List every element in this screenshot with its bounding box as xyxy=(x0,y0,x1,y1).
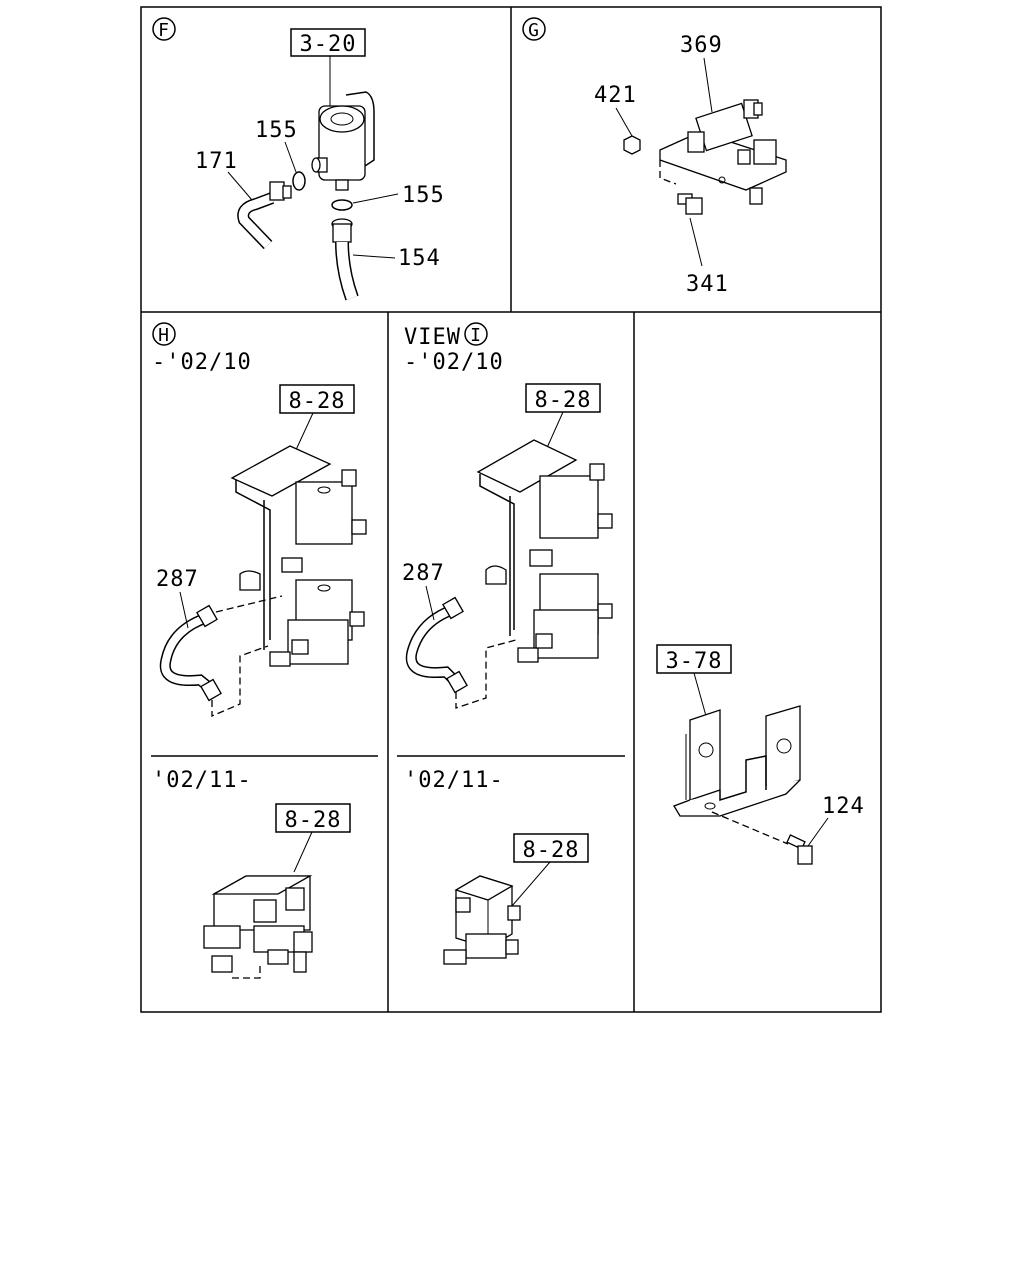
o-ring-drawing xyxy=(331,199,353,211)
date-range-top: -'02/10 xyxy=(404,350,504,375)
o-ring-drawing xyxy=(292,171,306,191)
solenoid-valve-single-drawing xyxy=(443,875,521,965)
nut-drawing xyxy=(623,135,641,155)
marker-g: G xyxy=(522,17,546,41)
solenoid-valve-assembly-drawing xyxy=(476,439,613,663)
svg-text:8-28: 8-28 xyxy=(535,388,592,413)
callout-155-right: 155 xyxy=(402,183,445,208)
bolt-drawing xyxy=(786,834,813,865)
bracket-drawing xyxy=(673,705,801,817)
panel-f: F 3-20 155 171 xyxy=(152,17,445,301)
panel-h: H -'02/10 8-28 xyxy=(152,322,367,979)
bolt-drawing xyxy=(677,193,703,215)
hose-171-drawing xyxy=(237,181,292,250)
svg-text:8-28: 8-28 xyxy=(285,808,342,833)
label-box-3-20: 3-20 xyxy=(290,28,366,57)
marker-i: I xyxy=(464,322,488,346)
marker-f: F xyxy=(152,17,176,41)
date-range-top: -'02/10 xyxy=(152,350,252,375)
hose-287-drawing xyxy=(405,596,468,694)
svg-text:G: G xyxy=(528,20,540,41)
panel-g: G 369 421 341 xyxy=(522,17,787,297)
callout-421: 421 xyxy=(594,83,637,108)
svg-text:H: H xyxy=(158,325,170,346)
callout-287: 287 xyxy=(402,561,445,586)
callout-287: 287 xyxy=(156,567,199,592)
label-box-3-78: 3-78 xyxy=(656,644,732,674)
hose-154-drawing xyxy=(331,218,359,301)
svg-text:F: F xyxy=(158,20,170,41)
svg-text:8-28: 8-28 xyxy=(523,838,580,863)
svg-text:I: I xyxy=(470,325,482,346)
label-box-8-28-bottom: 8-28 xyxy=(513,833,589,863)
marker-h: H xyxy=(152,322,176,346)
date-range-bottom: '02/11- xyxy=(404,768,504,793)
date-range-bottom: '02/11- xyxy=(152,768,252,793)
svg-text:3-78: 3-78 xyxy=(666,649,723,674)
callout-124: 124 xyxy=(822,794,865,819)
reservoir-tank-drawing xyxy=(311,91,375,191)
callout-341: 341 xyxy=(686,272,729,297)
view-label: VIEW xyxy=(404,325,461,350)
callout-171: 171 xyxy=(195,149,238,174)
solenoid-valve-compact-drawing xyxy=(203,875,313,979)
callout-369: 369 xyxy=(680,33,723,58)
panel-i: VIEW I -'02/10 8-28 xyxy=(402,322,613,965)
solenoid-valve-assembly-drawing xyxy=(230,445,367,667)
valve-assembly-drawing xyxy=(659,99,787,205)
svg-text:3-20: 3-20 xyxy=(300,32,357,57)
label-box-8-28-top: 8-28 xyxy=(279,384,355,414)
panel-j: 3-78 124 xyxy=(656,644,865,865)
label-box-8-28-top: 8-28 xyxy=(525,383,601,413)
panel-frame xyxy=(140,6,882,1013)
callout-155-left: 155 xyxy=(255,118,298,143)
callout-154: 154 xyxy=(398,246,441,271)
label-box-8-28-bottom: 8-28 xyxy=(275,803,351,833)
hose-287-drawing xyxy=(159,604,222,702)
svg-text:8-28: 8-28 xyxy=(289,389,346,414)
